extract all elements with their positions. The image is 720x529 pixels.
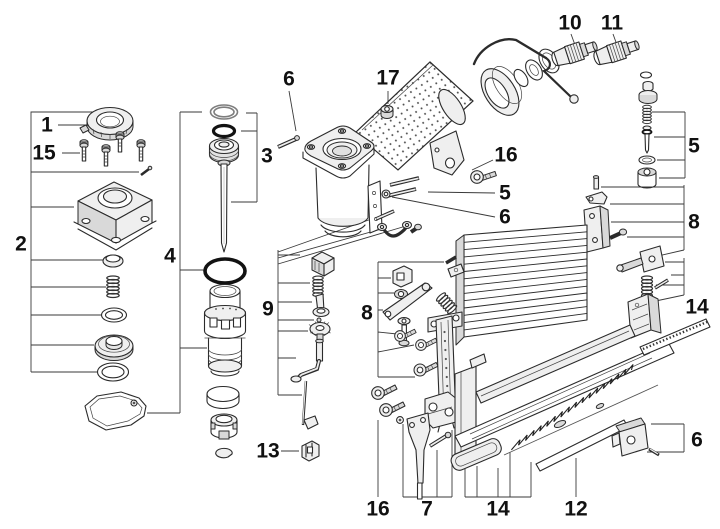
part-label-4: 4 bbox=[164, 245, 176, 268]
part-2-gasket bbox=[84, 391, 147, 431]
guide-clamp bbox=[424, 391, 459, 429]
part-label-14-right: 14 bbox=[685, 296, 709, 319]
bracket-5-right bbox=[652, 111, 686, 179]
bracket-8-right bbox=[601, 185, 685, 263]
leader-16-right bbox=[471, 159, 494, 171]
leader-lines bbox=[30, 33, 686, 498]
part-label-9: 9 bbox=[262, 298, 274, 321]
part-label-5-right: 5 bbox=[688, 135, 700, 158]
pusher-grip bbox=[450, 438, 502, 471]
part-label-13: 13 bbox=[256, 440, 279, 463]
part-label-10: 10 bbox=[558, 12, 581, 35]
magazine-assembly bbox=[450, 318, 711, 472]
magazine-cover-fins bbox=[455, 224, 588, 346]
pins-5-center bbox=[386, 176, 420, 198]
leader-6-center bbox=[391, 196, 496, 218]
part-label-8-center: 8 bbox=[361, 302, 373, 325]
part-7-contact-arm-set bbox=[396, 412, 452, 500]
small-fasteners-mid bbox=[445, 255, 465, 278]
part-label-12: 12 bbox=[564, 498, 587, 521]
bracket-8-center bbox=[377, 261, 444, 378]
part-label-8-right: 8 bbox=[688, 211, 700, 234]
bracket-2 bbox=[30, 111, 139, 373]
part-label-1: 1 bbox=[41, 114, 53, 137]
small-pin-cover bbox=[140, 165, 153, 177]
pivot-pin-and-link bbox=[375, 209, 422, 238]
feeder-spring bbox=[510, 364, 634, 451]
part-label-2: 2 bbox=[15, 233, 27, 256]
nut-6-center bbox=[381, 189, 391, 199]
part-14-right-pusher-set bbox=[616, 245, 669, 339]
part-label-15: 15 bbox=[32, 142, 56, 165]
part-label-5-center: 5 bbox=[499, 182, 511, 205]
part-label-17: 17 bbox=[376, 67, 399, 90]
part-8-right-latch-set bbox=[583, 175, 628, 253]
part-13-clip bbox=[301, 440, 320, 462]
part-5-valve-stack bbox=[637, 71, 658, 189]
bracket-14-right bbox=[650, 258, 685, 303]
part-label-11: 11 bbox=[601, 12, 624, 35]
bracket-4 bbox=[147, 111, 207, 414]
part-label-14-bottom: 14 bbox=[486, 498, 510, 521]
wire-clip bbox=[472, 38, 548, 66]
part-2-valve-stack bbox=[94, 254, 134, 382]
nut-17 bbox=[380, 104, 394, 119]
part-label-6-bottom: 6 bbox=[691, 429, 703, 452]
part-9-trigger-linkage bbox=[290, 251, 335, 430]
part-6-bottom-latch bbox=[611, 417, 660, 457]
bracket-3 bbox=[231, 112, 258, 203]
pin-6-top bbox=[277, 135, 300, 149]
leader-5-center bbox=[427, 191, 496, 194]
part-4-cylinder-assembly bbox=[203, 257, 247, 459]
part-label-3: 3 bbox=[261, 145, 273, 168]
part-2-top-cover bbox=[73, 181, 157, 251]
part-label-7: 7 bbox=[421, 498, 433, 521]
part-10-coupler bbox=[549, 36, 600, 70]
part-label-16-bottom: 16 bbox=[366, 498, 389, 521]
end-cap-and-washers bbox=[472, 38, 579, 116]
bracket-6-bottom bbox=[647, 423, 685, 453]
part-11-coupler bbox=[591, 35, 642, 69]
screws-16-bottom bbox=[371, 384, 406, 417]
bracket-9 bbox=[277, 215, 407, 396]
part-15-screws bbox=[79, 131, 146, 167]
part-8-center-latch-set bbox=[382, 265, 459, 377]
part-label-16-right: 16 bbox=[494, 144, 517, 167]
screw-16-right bbox=[469, 167, 498, 187]
part-3-piston-assembly bbox=[208, 104, 240, 253]
part-label-6-center: 6 bbox=[499, 206, 511, 229]
part-label-6-top: 6 bbox=[283, 68, 295, 91]
leader-6-top bbox=[288, 90, 297, 132]
bracket-14-bottom bbox=[464, 442, 532, 498]
main-body-housing bbox=[302, 61, 474, 238]
